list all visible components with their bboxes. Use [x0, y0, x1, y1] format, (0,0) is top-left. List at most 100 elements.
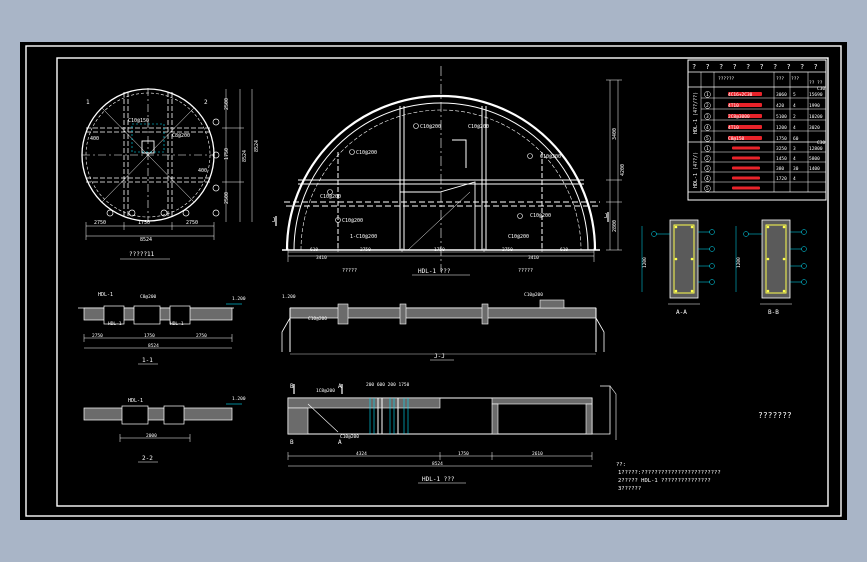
schedule-header-cell: ?	[787, 63, 791, 71]
side-note: ???????	[758, 411, 792, 420]
schedule-length: 380	[776, 166, 784, 172]
svg-text:8524: 8524	[148, 343, 159, 349]
schedule-rebar-shape	[728, 103, 762, 107]
schedule-rebar-shape	[728, 114, 762, 118]
svg-text:HDL-1: HDL-1	[108, 321, 122, 327]
schedule-rebar-shape	[728, 92, 762, 96]
schedule-header-cell: ?	[719, 63, 723, 71]
schedule-column-header: ???	[791, 76, 799, 82]
schedule-header-cell: ?	[800, 63, 804, 71]
svg-text:2: 2	[204, 99, 208, 106]
svg-text:HDL-1 (4??/): HDL-1 (4??/)	[693, 152, 699, 188]
schedule-length: 1200	[776, 125, 787, 131]
schedule-count: 4	[793, 125, 796, 131]
svg-text:C8@200: C8@200	[140, 294, 157, 300]
schedule-mark-circle	[704, 124, 711, 131]
schedule-spec: 4C16+2C30	[728, 92, 753, 98]
schedule-count: 60	[793, 136, 799, 142]
svg-text:B: B	[290, 383, 294, 390]
svg-text:400: 400	[198, 168, 207, 174]
svg-text:B-B: B-B	[768, 309, 779, 316]
schedule-header-cell: ?	[773, 63, 777, 71]
svg-text:8524: 8524	[432, 461, 443, 467]
svg-text:2800: 2800	[612, 220, 618, 232]
schedule-mark-circle	[704, 145, 711, 152]
svg-text:1: 1	[86, 99, 90, 106]
schedule-mark-circle	[704, 113, 711, 120]
svg-text:8524: 8524	[254, 140, 260, 152]
schedule-rebar-shape	[732, 176, 760, 180]
schedule-rebar-shape	[728, 136, 762, 140]
svg-text:C10@200: C10@200	[342, 218, 363, 224]
schedule-column-header: ??	[817, 80, 823, 86]
svg-text:C10@200: C10@200	[320, 194, 341, 200]
svg-text:2000: 2000	[146, 433, 157, 439]
svg-text:2500: 2500	[224, 192, 230, 204]
schedule-header-cell: ?	[706, 63, 710, 71]
svg-text:1.200: 1.200	[282, 294, 296, 300]
schedule-count: 4	[793, 156, 796, 162]
schedule-mark: 3	[706, 114, 709, 120]
schedule-mark: 5	[706, 186, 709, 192]
schedule-mark: 3	[706, 166, 709, 172]
cad-viewport[interactable]: C8@200 C10@150 400 400 1 2 2750 1750 275…	[20, 42, 847, 520]
hdl-plan-label: HDL-1 ???	[418, 268, 451, 275]
schedule-header-cell: ?	[692, 63, 696, 71]
svg-text:610: 610	[310, 247, 318, 253]
svg-text:4200: 4200	[620, 164, 626, 176]
general-notes: ??:1?????:????????????????????????2?????…	[616, 462, 721, 492]
svg-text:C10@150: C10@150	[128, 118, 149, 124]
svg-text:3410: 3410	[316, 255, 327, 261]
svg-text:1-1: 1-1	[142, 357, 153, 364]
schedule-mark-circle	[704, 165, 711, 172]
svg-text:2610: 2610	[532, 451, 543, 457]
schedule-column-header: ???	[776, 76, 784, 82]
schedule-rebar-shape	[732, 146, 760, 150]
svg-text:1-C10@200: 1-C10@200	[350, 234, 377, 240]
schedule-rebar-shape	[732, 166, 760, 170]
svg-text:2500: 2500	[224, 98, 230, 110]
schedule-header-cell: ?	[814, 63, 818, 71]
svg-text:C10@200: C10@200	[356, 150, 377, 156]
svg-text:J: J	[272, 217, 276, 224]
schedule-count: 2	[793, 114, 796, 120]
schedule-mark-circle	[704, 185, 711, 192]
schedule-header-cell: ?	[746, 63, 750, 71]
note-line: 3??????	[618, 486, 641, 492]
schedule-length: 5100	[776, 114, 787, 120]
schedule-mark-circle	[704, 175, 711, 182]
svg-text:1C8@200: 1C8@200	[316, 388, 335, 394]
svg-text:1200: 1200	[642, 257, 648, 268]
svg-text:J: J	[604, 213, 608, 220]
svg-text:J-J: J-J	[434, 353, 445, 360]
schedule-total: 1400	[809, 166, 820, 172]
schedule-spec: 4T10	[728, 125, 739, 131]
schedule-length: 3060	[776, 92, 787, 98]
svg-text:HDL-1: HDL-1	[128, 398, 143, 404]
schedule-spec: 4T10	[728, 103, 739, 109]
svg-text:HDL-1 (4??/??): HDL-1 (4??/??)	[693, 92, 699, 134]
section-b-b: 1200 B-B	[735, 219, 807, 316]
schedule-total: 15690	[809, 92, 823, 98]
svg-text:610: 610	[560, 247, 568, 253]
schedule-rebar-shape	[728, 125, 762, 129]
schedule-mark-circle	[704, 155, 711, 162]
section-1-1: HDL-1 HDL-1 HDL-1 C8@200 1.200 2750 1750…	[78, 292, 246, 365]
section-a-a: 1200 A-A	[641, 219, 715, 316]
svg-text:?????: ?????	[518, 268, 533, 274]
svg-text:1.200: 1.200	[232, 296, 246, 302]
svg-text:2-2: 2-2	[142, 455, 153, 462]
svg-text:8524: 8524	[140, 237, 152, 243]
svg-text:C10@200: C10@200	[308, 316, 327, 322]
svg-text:3410: 3410	[528, 255, 539, 261]
svg-text:C10@200: C10@200	[468, 124, 489, 130]
svg-text:2750: 2750	[196, 333, 207, 339]
schedule-header-cell: ?	[733, 63, 737, 71]
svg-text:C10@200: C10@200	[530, 213, 551, 219]
schedule-count: 30	[793, 166, 799, 172]
schedule-column-header: ??	[809, 80, 815, 86]
svg-text:C10@200: C10@200	[524, 292, 543, 298]
schedule-total: 10200	[809, 114, 823, 120]
circular-plan: C8@200 C10@150 400 400 1 2 2750 1750 275…	[81, 88, 260, 260]
hdl-elevation-label: HDL-1 ???	[422, 476, 455, 483]
